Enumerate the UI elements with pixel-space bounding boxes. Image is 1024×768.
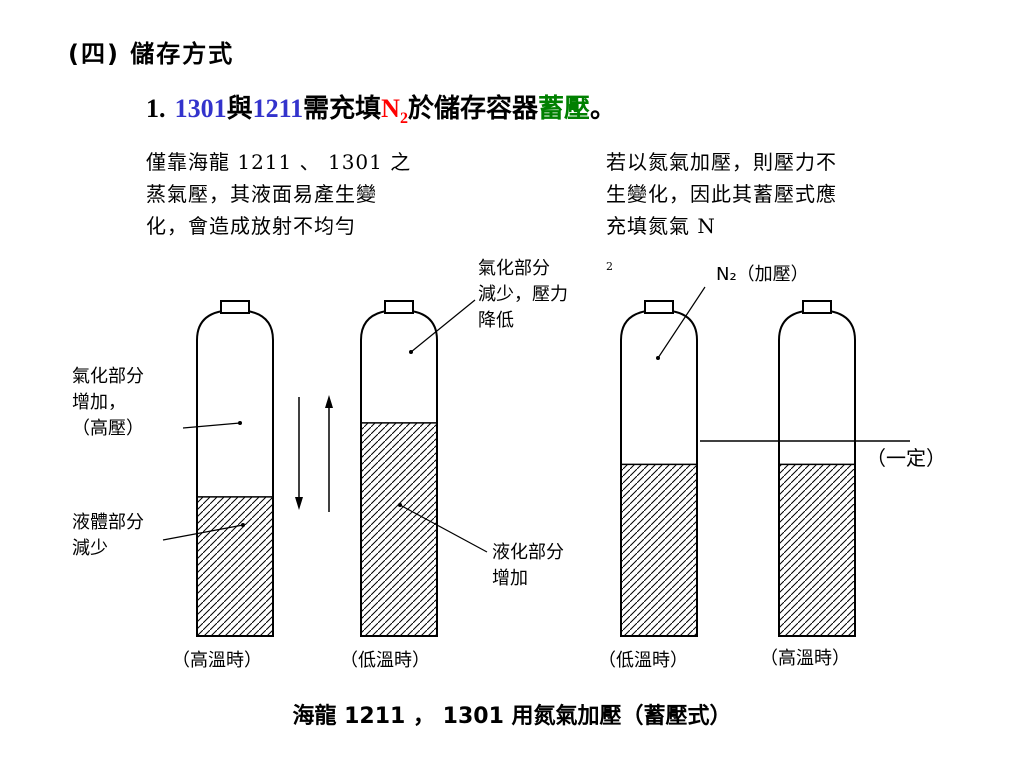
- condition-label-1: （高溫時）: [172, 650, 262, 671]
- label-liquid-increase: 液化部分 增加: [492, 542, 564, 589]
- headline-mid2: 於儲存容器: [407, 94, 538, 124]
- headline-1301: 1301: [174, 94, 227, 123]
- liquid-fill: [361, 422, 437, 636]
- down-arrow-head: [295, 497, 303, 510]
- leader-gas-increase: [182, 422, 241, 429]
- figure-caption: 海龍 1211 ， 1301 用氮氣加壓（蓄壓式）: [292, 704, 732, 729]
- cylinder-valve-cap: [644, 300, 674, 314]
- condition-label-2: （低溫時）: [340, 650, 430, 671]
- right-text-line: 若以氮氣加壓，則壓力不: [606, 150, 837, 174]
- headline-1211: 1211: [252, 94, 304, 123]
- leader-n2: [657, 286, 706, 359]
- leader-liquid-increase: [399, 504, 488, 553]
- headline: 1. 1301與1211需充填N2於儲存容器蓄壓。: [146, 88, 616, 128]
- right-text-line: 生變化，因此其蓄壓式應: [606, 182, 837, 206]
- label-liquid-decrease: 液體部分 減少: [72, 512, 144, 559]
- left-text-line: 蒸氣壓，其液面易產生變: [146, 182, 377, 206]
- liquid-fill: [621, 464, 697, 636]
- label-gas-decrease: 氣化部分 減少，壓力 降低: [478, 258, 568, 331]
- cylinder-valve-cap: [220, 300, 250, 314]
- section-title: (四) 儲存方式: [68, 40, 235, 68]
- left-text-line: 僅靠海龍 1211 、 1301 之: [146, 150, 412, 174]
- label-n2-pressurized: N₂（加壓）: [716, 264, 809, 285]
- leader-liquid-decrease: [162, 524, 244, 541]
- headline-emph: 蓄壓: [537, 94, 590, 124]
- liquid-fill: [779, 464, 855, 636]
- left-explanation: 僅靠海龍 1211 、 1301 之 蒸氣壓，其液面易產生變 化，會造成放射不均…: [146, 146, 411, 242]
- label-constant: （一定）: [866, 446, 946, 470]
- headline-n2: N2: [381, 94, 408, 128]
- liquid-fill: [197, 496, 273, 636]
- cylinder-valve-cap: [802, 300, 832, 314]
- label-gas-increase: 氣化部分 增加， （高壓）: [72, 366, 144, 439]
- condition-label-3: （低溫時）: [598, 650, 688, 671]
- condition-label-4: （高溫時）: [760, 648, 850, 669]
- cylinder-valve-cap: [384, 300, 414, 314]
- headline-mid: 需充填: [303, 94, 382, 124]
- headline-end: 。: [589, 94, 616, 124]
- left-text-line: 化，會造成放射不均勻: [146, 214, 356, 238]
- leader-gas-decrease: [410, 299, 476, 353]
- headline-and: 與: [226, 94, 253, 124]
- headline-prefix: 1.: [146, 94, 166, 123]
- up-arrow-head: [325, 395, 333, 408]
